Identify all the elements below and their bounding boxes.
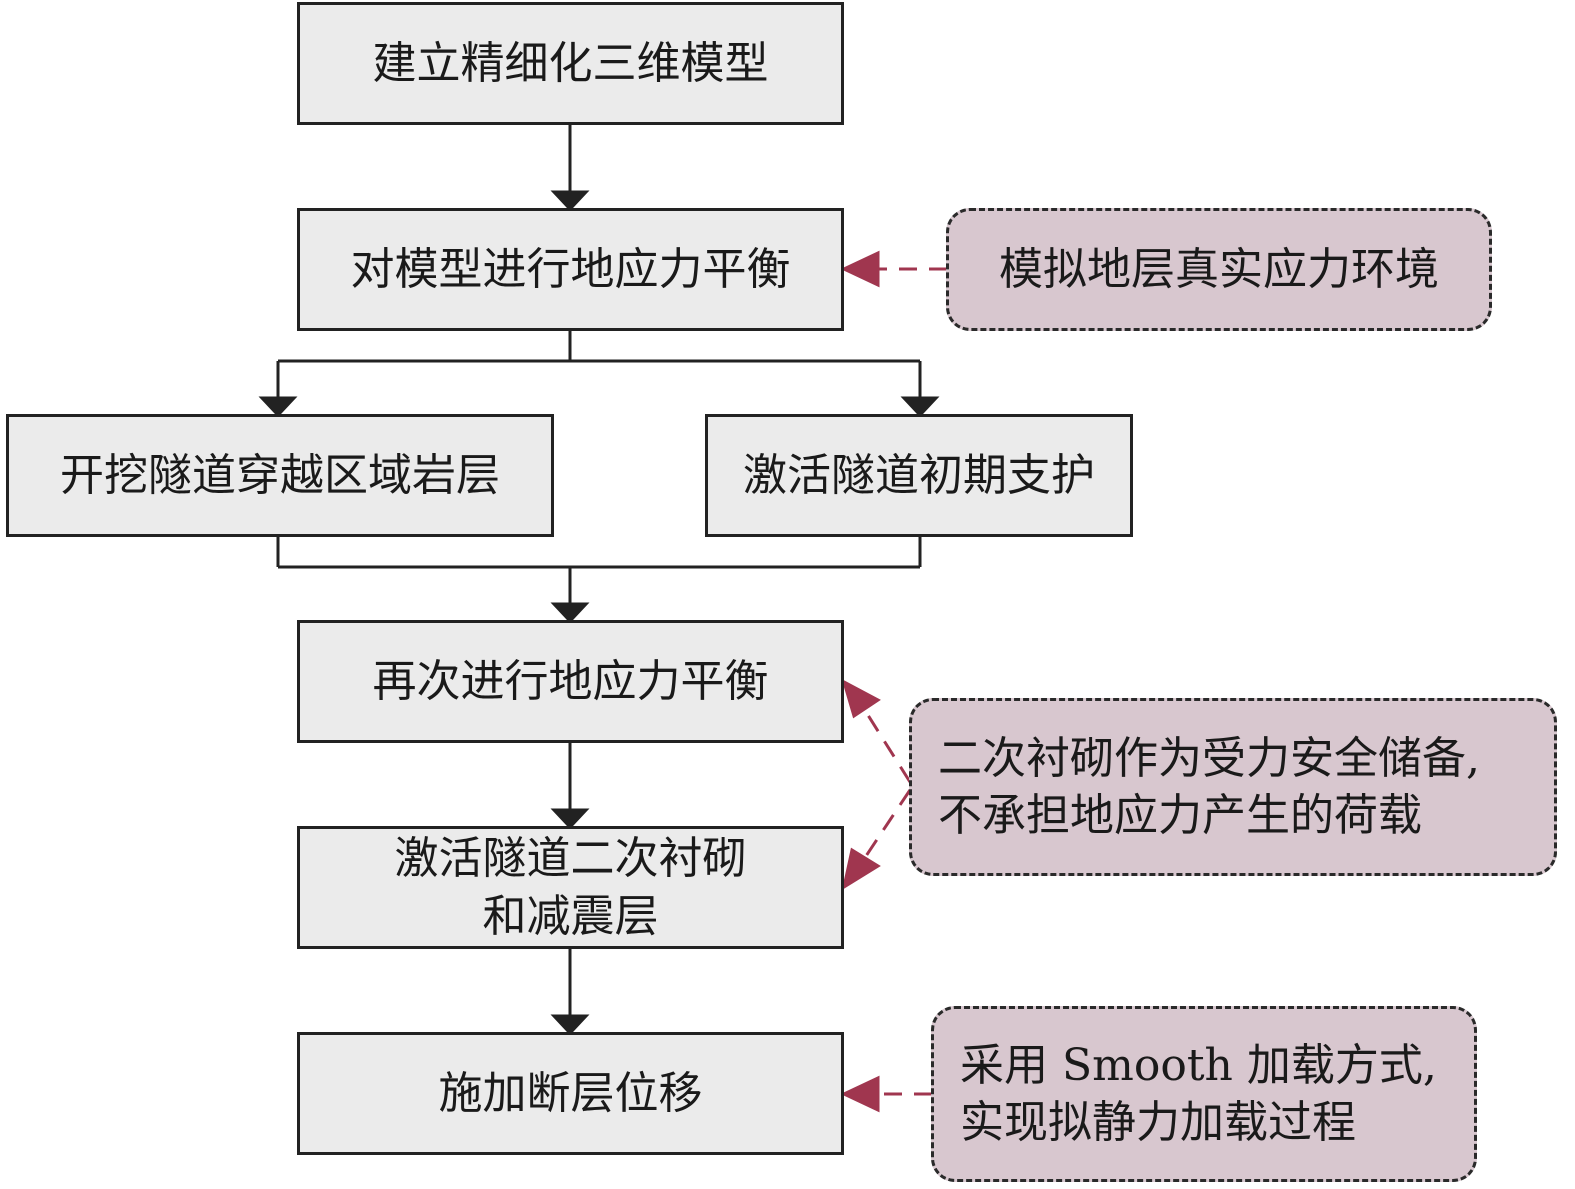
step-apply-displacement: 施加断层位移 — [297, 1032, 844, 1155]
step-stress-balance: 对模型进行地应力平衡 — [297, 208, 844, 331]
step-stress-balance-again: 再次进行地应力平衡 — [297, 620, 844, 743]
note-stress-env: 模拟地层真实应力环境 — [946, 208, 1492, 331]
note-stress-env-label: 模拟地层真实应力环境 — [999, 243, 1439, 295]
note-loading-line2: 实现拟静力加载过程 — [960, 1097, 1356, 1148]
dashed-arrows — [840, 250, 947, 1113]
step-activate-support: 激活隧道初期支护 — [705, 414, 1133, 537]
step-build-model: 建立精细化三维模型 — [297, 2, 844, 125]
arrowhead — [550, 602, 590, 624]
note-loading: 采用 Smooth 加载方式, 实现拟静力加载过程 — [931, 1006, 1477, 1182]
arrowhead — [900, 396, 940, 418]
arrowhead — [550, 808, 590, 830]
step-activate-lining-label-line1: 激活隧道二次衬砌 — [394, 833, 747, 885]
note-lining: 二次衬砌作为受力安全储备, 不承担地应力产生的荷载 — [909, 698, 1557, 876]
arrowhead — [840, 250, 880, 288]
step-stress-balance-again-label: 再次进行地应力平衡 — [372, 655, 769, 707]
arrowhead — [841, 679, 881, 719]
note-lining-line2: 不承担地应力产生的荷载 — [938, 790, 1422, 841]
step-excavate-label: 开挖隧道穿越区域岩层 — [60, 449, 500, 501]
arrowhead — [840, 1075, 880, 1113]
step-build-model-label: 建立精细化三维模型 — [372, 37, 769, 89]
arrowhead — [550, 1014, 590, 1036]
solid-arrows — [258, 125, 940, 1036]
step-excavate: 开挖隧道穿越区域岩层 — [6, 414, 554, 537]
step-apply-displacement-label: 施加断层位移 — [438, 1067, 703, 1119]
arrowhead — [550, 190, 590, 212]
arrowhead — [258, 396, 298, 418]
note-lining-line1: 二次衬砌作为受力安全储备, — [938, 732, 1480, 784]
note-loading-line1: 采用 Smooth 加载方式, — [960, 1039, 1437, 1091]
step-activate-lining: 激活隧道二次衬砌 和减震层 — [297, 826, 844, 949]
step-activate-lining-label-line2: 和减震层 — [482, 890, 659, 942]
step-activate-support-label: 激活隧道初期支护 — [743, 449, 1095, 501]
step-stress-balance-label: 对模型进行地应力平衡 — [350, 243, 791, 295]
arrowhead — [841, 847, 881, 891]
